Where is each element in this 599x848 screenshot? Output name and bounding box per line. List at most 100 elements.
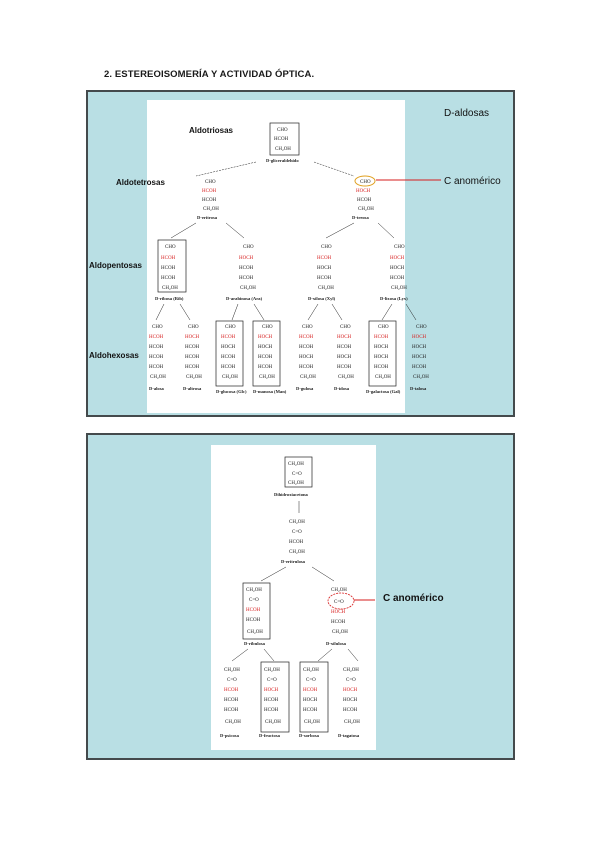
- svg-text:CH₂OH: CH₂OH: [338, 375, 354, 380]
- tetrose-name-1: D-treosa: [352, 215, 369, 220]
- svg-text:CHO: CHO: [302, 325, 313, 330]
- svg-text:CHO: CHO: [225, 325, 236, 330]
- svg-text:CH₂OH: CH₂OH: [300, 375, 316, 380]
- svg-text:CH₂OH: CH₂OH: [344, 720, 360, 725]
- pentose-name-3: D-lixosa (Lyx): [380, 296, 408, 301]
- svg-text:HOCH: HOCH: [258, 335, 273, 340]
- svg-text:CH₂OH: CH₂OH: [150, 375, 166, 380]
- svg-text:HCOH: HCOH: [258, 355, 273, 360]
- svg-text:CH₂OH: CH₂OH: [225, 720, 241, 725]
- svg-text:CHO: CHO: [340, 325, 351, 330]
- svg-text:HCOH: HCOH: [337, 345, 352, 350]
- svg-text:HOCH: HOCH: [258, 345, 273, 350]
- svg-text:HCOH: HCOH: [412, 365, 427, 370]
- pentose-name-2: D-xilosa (Xyl): [308, 296, 336, 301]
- svg-text:HCOH: HCOH: [239, 266, 254, 271]
- svg-text:C=O: C=O: [292, 472, 302, 477]
- svg-text:CHO: CHO: [378, 325, 389, 330]
- level-triose: Aldotriosas: [189, 126, 234, 135]
- ketose-hexose-name-0: D-psicosa: [220, 733, 240, 738]
- svg-text:CHO: CHO: [188, 325, 199, 330]
- svg-text:HCOH: HCOH: [202, 198, 217, 203]
- svg-text:HOCH: HOCH: [356, 189, 371, 194]
- svg-text:HOCH: HOCH: [264, 688, 279, 693]
- svg-text:CHO: CHO: [360, 180, 371, 185]
- svg-text:HOCH: HOCH: [303, 698, 318, 703]
- svg-text:CHO: CHO: [243, 245, 254, 250]
- svg-text:C=O: C=O: [334, 600, 344, 605]
- ketose-tetrose-name: D-eritrulosa: [281, 559, 306, 564]
- svg-text:HCOH: HCOH: [202, 189, 217, 194]
- svg-text:CH₂OH: CH₂OH: [358, 207, 374, 212]
- svg-text:CH₂OH: CH₂OH: [289, 520, 305, 525]
- svg-text:HCOH: HCOH: [185, 345, 200, 350]
- svg-text:HCOH: HCOH: [246, 608, 261, 613]
- svg-text:CH₂OH: CH₂OH: [332, 630, 348, 635]
- svg-text:HCOH: HCOH: [303, 708, 318, 713]
- svg-text:HOCH: HOCH: [221, 345, 236, 350]
- hexose-name-5: D-idosa: [334, 386, 350, 391]
- ketose-pentose-name-1: D-xilulosa: [326, 641, 347, 646]
- svg-text:CHO: CHO: [262, 325, 273, 330]
- ketose-pentose-name-0: D-ribulosa: [244, 641, 266, 646]
- hexose-name-0: D-alosa: [149, 386, 165, 391]
- svg-text:CH₂OH: CH₂OH: [265, 720, 281, 725]
- svg-text:HOCH: HOCH: [374, 355, 389, 360]
- svg-text:HCOH: HCOH: [149, 345, 164, 350]
- hexose-name-3: D-manosa (Man): [253, 389, 287, 394]
- svg-text:HCOH: HCOH: [224, 698, 239, 703]
- svg-text:CH₂OH: CH₂OH: [289, 550, 305, 555]
- svg-text:CHO: CHO: [321, 245, 332, 250]
- svg-text:HOCH: HOCH: [331, 610, 346, 615]
- svg-text:CH₂OH: CH₂OH: [224, 668, 240, 673]
- svg-text:HOCH: HOCH: [239, 256, 254, 261]
- hexose-name-1: D-altrosa: [183, 386, 202, 391]
- svg-text:CHO: CHO: [152, 325, 163, 330]
- svg-text:C=O: C=O: [267, 678, 277, 683]
- svg-text:HCOH: HCOH: [317, 256, 332, 261]
- level-tetrose: Aldotetrosas: [116, 178, 165, 187]
- svg-text:HOCH: HOCH: [390, 266, 405, 271]
- svg-text:HCOH: HCOH: [246, 618, 261, 623]
- svg-text:CHO: CHO: [394, 245, 405, 250]
- svg-text:CHO: CHO: [277, 128, 288, 133]
- svg-text:CH₂OH: CH₂OH: [222, 375, 238, 380]
- svg-text:HOCH: HOCH: [412, 345, 427, 350]
- svg-text:HOCH: HOCH: [412, 335, 427, 340]
- level-hexose: Aldohexosas: [89, 351, 139, 360]
- svg-text:HCOH: HCOH: [161, 276, 176, 281]
- svg-text:HCOH: HCOH: [221, 365, 236, 370]
- pentose-name-0: D-ribosa (Rib): [155, 296, 184, 301]
- svg-text:CH₂OH: CH₂OH: [304, 720, 320, 725]
- svg-text:HOCH: HOCH: [374, 345, 389, 350]
- svg-text:HCOH: HCOH: [299, 335, 314, 340]
- svg-text:C=O: C=O: [346, 678, 356, 683]
- svg-text:CH₂OH: CH₂OH: [162, 286, 178, 291]
- svg-text:HCOH: HCOH: [299, 345, 314, 350]
- svg-text:C=O: C=O: [292, 530, 302, 535]
- svg-text:HCOH: HCOH: [161, 256, 176, 261]
- svg-text:CH₂OH: CH₂OH: [288, 462, 304, 467]
- svg-text:CHO: CHO: [416, 325, 427, 330]
- aldoses-tree: D-aldosas C anomérico Aldotriosas Aldote…: [89, 108, 501, 394]
- ketose-hexose-name-3: D-tagatosa: [338, 733, 360, 738]
- svg-text:CH₂OH: CH₂OH: [343, 668, 359, 673]
- svg-text:CH₂OH: CH₂OH: [331, 588, 347, 593]
- svg-text:CH₂OH: CH₂OH: [413, 375, 429, 380]
- svg-text:HCOH: HCOH: [258, 365, 273, 370]
- svg-text:HOCH: HOCH: [390, 256, 405, 261]
- svg-text:HOCH: HOCH: [299, 355, 314, 360]
- svg-text:HOCH: HOCH: [185, 335, 200, 340]
- svg-text:HCOH: HCOH: [374, 335, 389, 340]
- tetrose-name-0: D-eritrosa: [197, 215, 218, 220]
- svg-text:HCOH: HCOH: [224, 688, 239, 693]
- aldoses-figure: [147, 100, 405, 413]
- svg-text:HCOH: HCOH: [149, 335, 164, 340]
- svg-text:HOCH: HOCH: [343, 698, 358, 703]
- svg-text:HCOH: HCOH: [221, 335, 236, 340]
- hexose-name-7: D-talosa: [410, 386, 427, 391]
- svg-text:HCOH: HCOH: [331, 620, 346, 625]
- svg-text:CHO: CHO: [165, 245, 176, 250]
